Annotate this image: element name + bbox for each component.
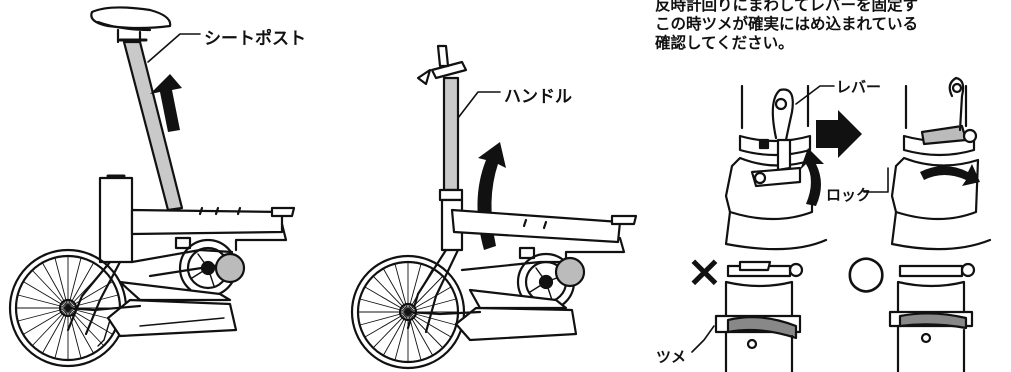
instruction-line-1: 反時計回りにまわしてレバーを固定す [655, 0, 919, 14]
lever-label: レバー [836, 78, 882, 96]
bike-1-seatpost [8, 6, 296, 368]
seatpost-label: シートポスト [204, 29, 306, 49]
instruction-line-3: 確認してください。 [655, 34, 794, 52]
instruction-line-2: この時ツメが確実にはめ込まれている [655, 15, 919, 33]
tsume-label: ツメ [656, 348, 687, 366]
correct-mark: ○ [846, 244, 887, 298]
instruction-text: 反時計回りにまわしてレバーを固定す この時ツメが確実にはめ込まれている 確認して… [655, 0, 1011, 53]
lock-label: ロック [826, 186, 872, 204]
lever-lock-detail [691, 76, 992, 372]
bike-2-handle [350, 44, 638, 370]
handle-label: ハンドル [504, 87, 572, 107]
wrong-mark: × [686, 246, 723, 297]
